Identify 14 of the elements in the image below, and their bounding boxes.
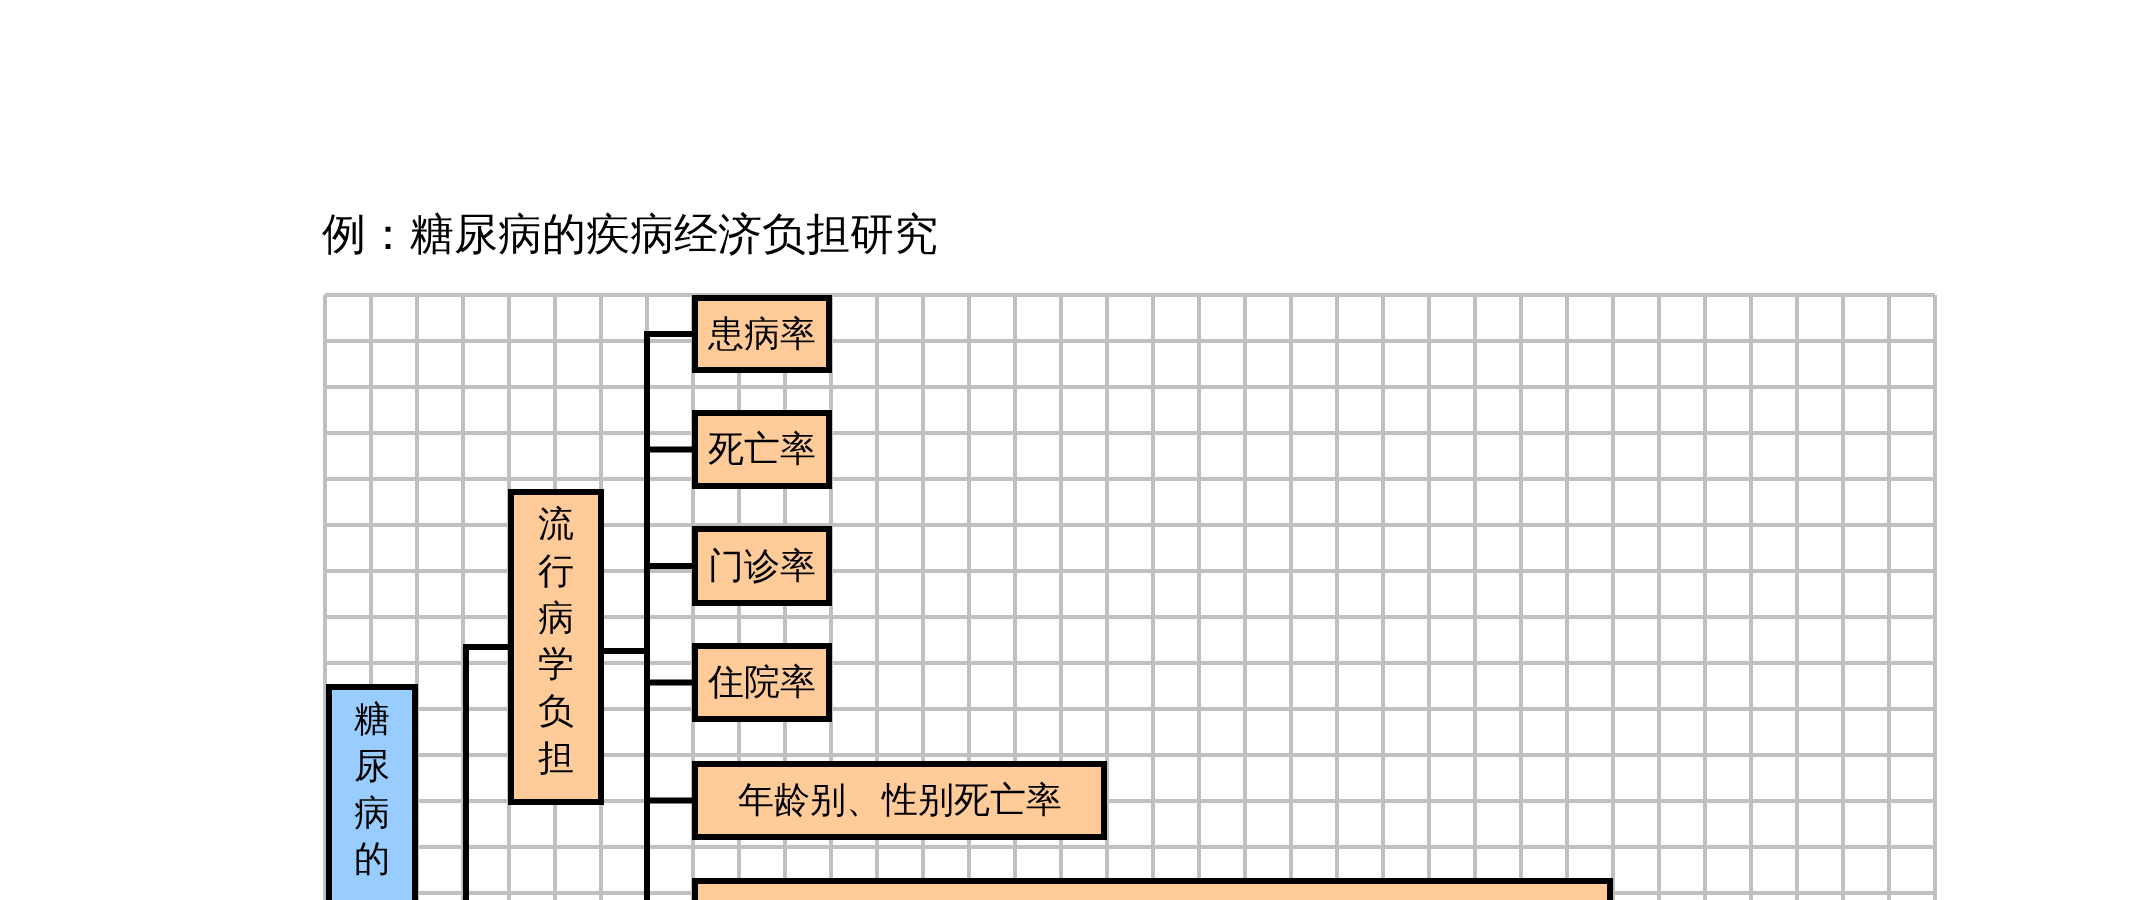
title: 例：糖尿病的疾病经济负担研究: [322, 208, 938, 261]
box-label: 门诊率: [708, 543, 816, 588]
category-box: [508, 489, 604, 805]
item-box: [692, 643, 832, 722]
item-box: [692, 295, 832, 373]
box-label: 糖尿病的: [354, 697, 390, 882]
item-box: [692, 761, 1107, 840]
item-box: [692, 526, 832, 606]
box-label: 年龄别、性别死亡率: [737, 778, 1062, 822]
box-label: 流行病学负担: [538, 502, 574, 780]
box-label: 死亡率: [708, 427, 816, 471]
item-box: [692, 410, 832, 489]
box-label: 患病率: [708, 311, 816, 356]
box-label: 住院率: [708, 660, 816, 704]
